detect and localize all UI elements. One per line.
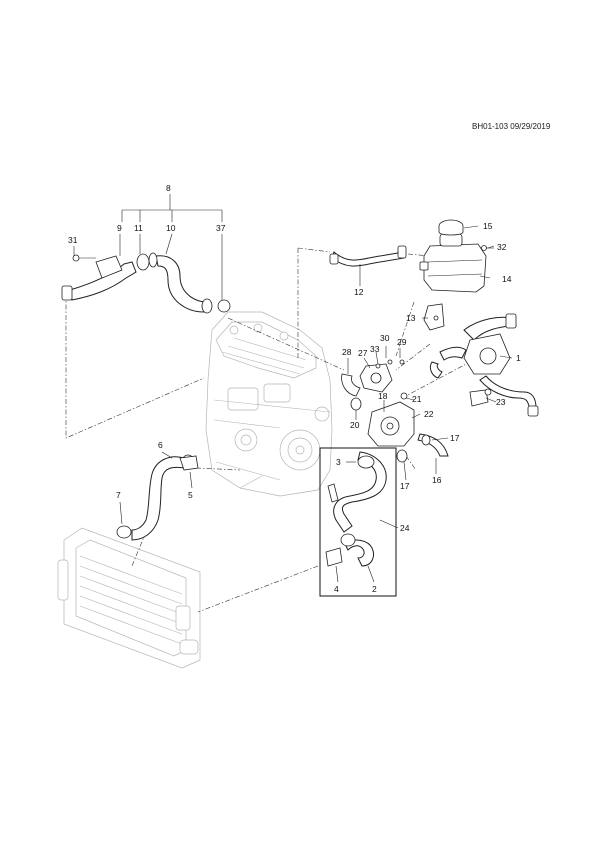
callout-24: 24 [400, 523, 410, 533]
callout-17-lower: 17 [400, 481, 410, 491]
callout-8: 8 [166, 183, 171, 193]
callout-17-upper: 17 [450, 433, 460, 443]
leader-lines [73, 194, 513, 583]
callout-33: 33 [370, 344, 380, 354]
water-pump [350, 392, 415, 447]
callout-10: 10 [166, 223, 176, 233]
hose-kit-box [319, 447, 397, 597]
lower-hose [116, 454, 199, 541]
radiator [57, 527, 201, 669]
callout-20: 20 [350, 420, 360, 430]
callout-37: 37 [216, 223, 226, 233]
callout-4: 4 [334, 584, 339, 594]
heater-hose [396, 433, 449, 463]
callout-22: 22 [424, 409, 434, 419]
callout-13: 13 [406, 313, 416, 323]
callout-6: 6 [158, 440, 163, 450]
reservoir-bracket [423, 303, 445, 331]
bypass-hose [329, 245, 407, 267]
callout-7: 7 [116, 490, 121, 500]
callout-18: 18 [378, 391, 388, 401]
assembly-lines [65, 247, 471, 613]
coolant-reservoir [419, 233, 494, 293]
upper-hose-assembly [61, 252, 231, 314]
diagram-reference: BH01-103 09/29/2019 [472, 122, 551, 131]
thermostat-housing [341, 359, 405, 397]
callout-12: 12 [354, 287, 364, 297]
callout-28: 28 [342, 347, 352, 357]
callout-9: 9 [117, 223, 122, 233]
callout-21: 21 [412, 394, 422, 404]
callout-1: 1 [516, 353, 521, 363]
reservoir-cap [438, 219, 464, 236]
callout-30: 30 [380, 333, 390, 343]
callout-15: 15 [483, 221, 493, 231]
callout-5: 5 [188, 490, 193, 500]
callout-31: 31 [68, 235, 78, 245]
callouts: 8 31 9 11 10 37 15 32 14 12 13 1 23 28 2… [68, 183, 521, 594]
callout-11: 11 [134, 223, 143, 233]
callout-2: 2 [372, 584, 377, 594]
pump-hose-assembly [429, 313, 539, 417]
engine-block [205, 311, 333, 497]
callout-27: 27 [358, 348, 368, 358]
callout-23: 23 [496, 397, 506, 407]
callout-29: 29 [397, 337, 407, 347]
callout-14: 14 [502, 274, 512, 284]
callout-3: 3 [336, 457, 341, 467]
callout-32: 32 [497, 242, 507, 252]
callout-16: 16 [432, 475, 442, 485]
